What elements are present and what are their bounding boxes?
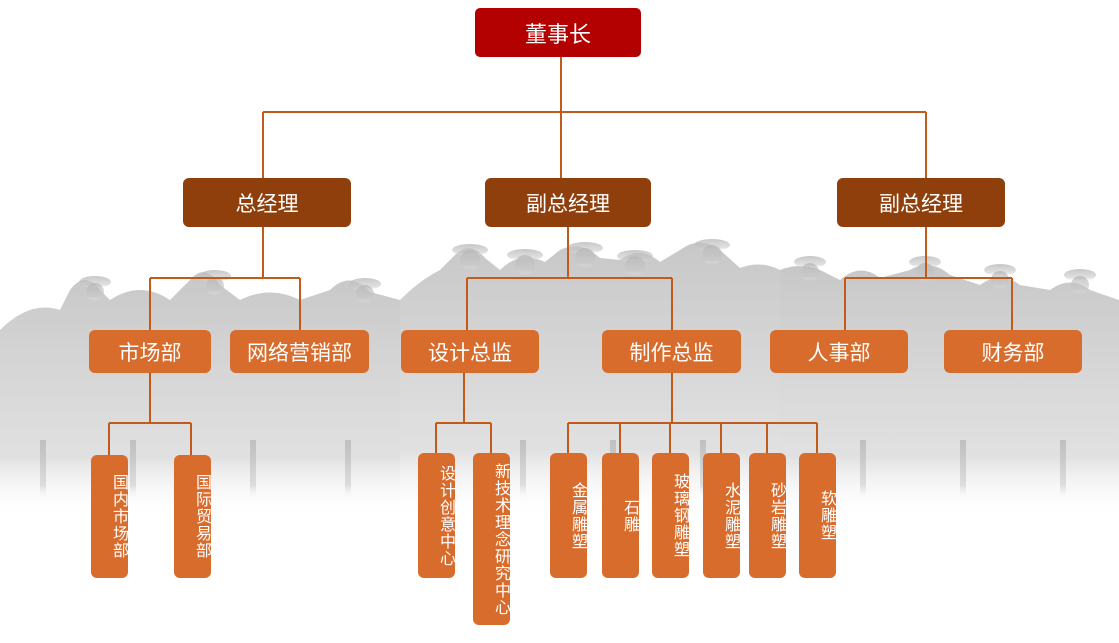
hr-dept-box: 人事部 (770, 330, 908, 373)
chairman-box: 董事长 (475, 8, 641, 57)
soft-sculpture-box: 软雕塑 (799, 453, 837, 578)
general-manager-box: 总经理 (183, 178, 351, 227)
market-dept-box: 市场部 (89, 330, 211, 373)
cement-sculpture-box: 水泥雕塑 (703, 453, 741, 578)
metal-sculpture-box: 金属雕塑 (550, 453, 588, 578)
deputy-gm-box: 副总经理 (485, 178, 651, 227)
production-director-box: 制作总监 (602, 330, 741, 373)
design-director-box: 设计总监 (401, 330, 539, 373)
stone-carving-box: 石雕 (602, 453, 640, 578)
fiberglass-sculpture-box: 玻璃钢雕塑 (652, 453, 690, 578)
international-trade-box: 国际贸易部 (174, 455, 212, 578)
sandstone-sculpture-box: 砂岩雕塑 (749, 453, 787, 578)
design-creative-center-box: 设计创意中心 (418, 453, 456, 578)
deputy-gm-box: 副总经理 (837, 178, 1005, 227)
new-tech-research-center-box: 新技术理念研究中心 (473, 453, 511, 625)
finance-dept-box: 财务部 (944, 330, 1082, 373)
domestic-market-box: 国内市场部 (91, 455, 129, 578)
online-marketing-dept-box: 网络营销部 (230, 330, 369, 373)
